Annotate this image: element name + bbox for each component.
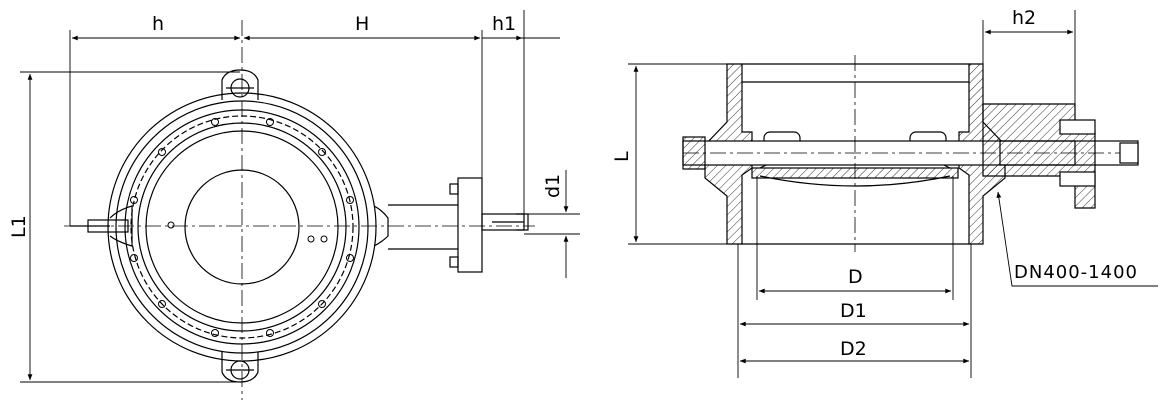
section-view [682, 55, 1139, 252]
label-h2: h2 [1012, 7, 1036, 29]
label-h: h [152, 13, 164, 35]
section-dimensions [628, 10, 1158, 378]
section-dimension-labels: L h2 D D1 D2 DN400-1400 [611, 7, 1138, 360]
label-d1: d1 [542, 174, 564, 198]
label-size-range: DN400-1400 [1014, 262, 1138, 283]
label-D1: D1 [840, 300, 867, 322]
body-outer-ring [107, 92, 377, 362]
top-lug [221, 69, 259, 100]
label-h1: h1 [492, 13, 516, 35]
right-shaft-flange [373, 177, 529, 273]
label-H: H [355, 13, 369, 35]
center-lines [64, 20, 535, 400]
bolt-circle [130, 118, 354, 337]
front-dimension-labels: h H h1 L1 d1 [8, 13, 564, 238]
label-D2: D2 [840, 338, 867, 360]
label-D: D [848, 266, 863, 288]
label-L: L [611, 151, 633, 162]
label-L1: L1 [8, 215, 30, 238]
bottom-lug [221, 352, 259, 383]
front-view [64, 20, 535, 400]
front-dimensions [20, 10, 580, 383]
size-leader [996, 191, 1158, 287]
